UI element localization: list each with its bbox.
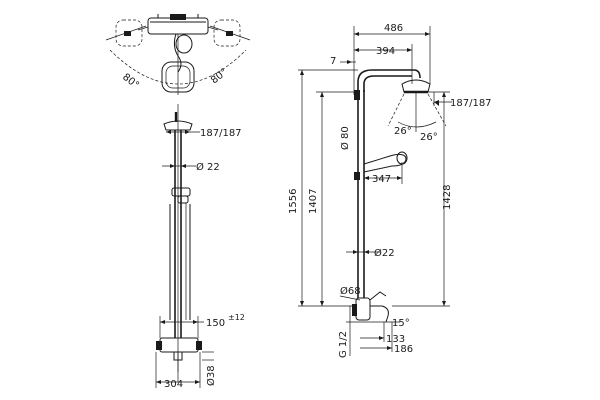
side-view: 486 394 7 26° 26° 187/187 Ø 8	[288, 23, 492, 358]
left-handle-rotated	[115, 19, 143, 47]
front-spout-body	[173, 351, 183, 361]
front-mixer-left-handle	[156, 341, 162, 350]
dim-riser-arrow-right	[364, 250, 369, 254]
dim-head-width-label: 187/187	[200, 128, 242, 139]
spout-ring	[175, 34, 193, 54]
dim-347-arrow-right	[397, 176, 402, 180]
front-handshower	[177, 195, 189, 204]
dim-347-arrow-left	[364, 176, 369, 180]
dim-1407-arrow-top	[320, 92, 324, 97]
dim-riser-arrow-left	[353, 250, 358, 254]
dim-394-arrow-left	[354, 48, 359, 52]
dim-1407-label: 1407	[308, 189, 319, 214]
dim-1556-arrow-bottom	[300, 301, 304, 306]
dim-offset-arrow	[347, 60, 352, 64]
tilt-line-right	[427, 93, 447, 127]
tilt-line-left	[387, 93, 405, 127]
dim-486-arrow-right	[425, 32, 430, 36]
dim-pipe-arrow-left	[170, 164, 175, 168]
angle-right-label: 80°	[209, 67, 230, 87]
dim-base-arrow-right	[195, 380, 200, 384]
dim-connector-label: Ø68	[340, 285, 361, 297]
dim-spacing-arrow-left	[160, 320, 165, 324]
dim-pipe-arrow-right	[181, 164, 186, 168]
dim-side-head-label: 187/187	[450, 98, 492, 109]
rotation-arc	[109, 49, 247, 85]
angle-left-label: 80°	[120, 72, 141, 92]
dim-394-label: 394	[376, 46, 395, 57]
dim-spacing-arrow-right	[193, 320, 198, 324]
front-mixer	[159, 337, 199, 353]
showerhead-top	[161, 61, 195, 93]
side-holder-clamp	[354, 172, 360, 180]
right-handle-rotated	[213, 19, 241, 47]
mixer-center-block	[170, 14, 186, 20]
dim-347-label: 347	[372, 174, 391, 185]
tilt-arc	[397, 121, 437, 128]
dim-thread-label: G 1/2	[338, 331, 349, 358]
side-spout	[370, 305, 389, 323]
dim-base-arrow-left	[156, 380, 161, 384]
showerhead-top-inner	[165, 65, 191, 89]
side-arm-outer	[357, 69, 421, 92]
dim-head-arrow-right	[185, 130, 190, 134]
dim-486-label: 486	[384, 23, 403, 34]
dim-394-arrow-right	[407, 48, 412, 52]
dim-base-width-label: 304	[164, 379, 183, 390]
dim-spacing-tolerance: ±12	[228, 313, 245, 322]
side-arm-inner	[363, 75, 412, 92]
dim-arm-dia-label: Ø 80	[339, 126, 351, 150]
front-view: 187/187 Ø 22 150 ±12 304 Ø38	[155, 104, 245, 390]
dim-486-arrow-left	[354, 32, 359, 36]
dim-side-head-arrow	[434, 100, 439, 106]
dim-spout-angle-label: 15°	[392, 318, 410, 329]
tilt-left-label: 26°	[394, 126, 412, 137]
tilt-right-label: 26°	[420, 132, 438, 143]
left-arm	[137, 26, 149, 31]
mixer-body-details	[150, 14, 206, 23]
dim-spacing-label: 150	[206, 318, 225, 329]
front-head	[163, 120, 193, 131]
right-handle-knob	[226, 31, 233, 36]
side-mixer-lever	[369, 291, 387, 301]
mixer-body-top	[147, 17, 209, 35]
dim-1428-arrow-top	[442, 92, 446, 97]
dim-riser-label: Ø22	[374, 247, 395, 259]
dim-1428-arrow-bottom	[442, 301, 446, 306]
dim-186-label: 186	[394, 344, 413, 355]
side-head	[401, 79, 431, 93]
dim-pipe-label: Ø 22	[196, 161, 220, 173]
dim-base-dia-label: Ø38	[205, 365, 217, 386]
left-handle-knob	[124, 31, 131, 36]
dim-1428-label: 1428	[442, 185, 453, 210]
dim-1556-label: 1556	[288, 189, 299, 214]
side-handshower	[363, 153, 407, 173]
dim-offset-label: 7	[330, 56, 336, 67]
dim-1556-arrow-top	[300, 70, 304, 75]
dim-connector-leader	[339, 295, 361, 301]
dim-186-arrow	[387, 346, 392, 350]
side-mixer-body	[355, 297, 371, 321]
right-arm	[207, 26, 219, 31]
dim-1407-arrow-bottom	[320, 301, 324, 306]
dim-133-label: 133	[386, 334, 405, 345]
side-wall-connector	[352, 304, 357, 316]
dim-133-arrow	[379, 336, 384, 340]
side-wall-bracket	[354, 90, 360, 100]
dim-head-arrow-left	[166, 130, 171, 134]
top-view: 80° 80°	[105, 14, 251, 95]
front-mixer-right-handle	[196, 341, 202, 350]
